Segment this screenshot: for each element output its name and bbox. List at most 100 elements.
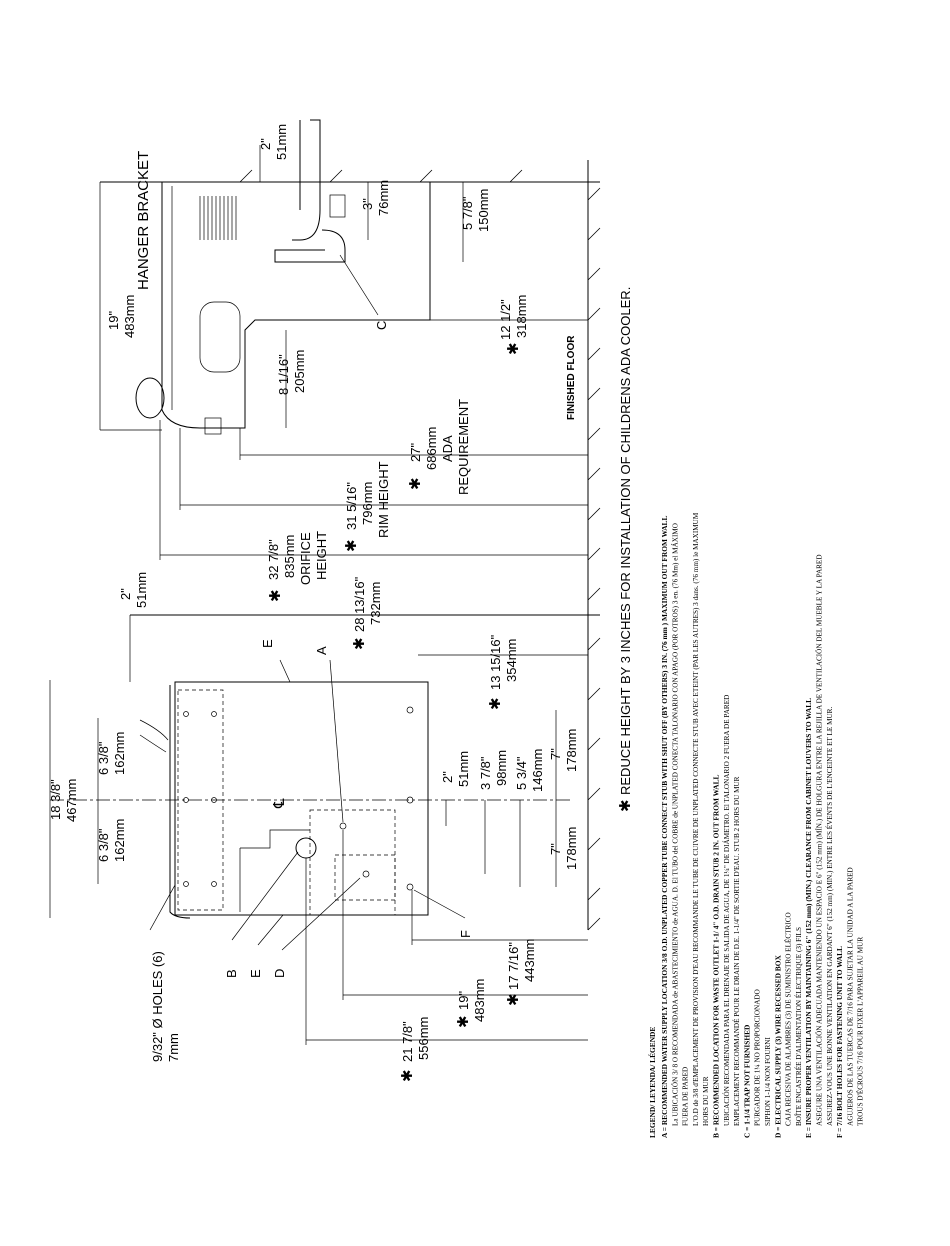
front-basin [169, 685, 191, 919]
leader-c [339, 254, 379, 316]
dim-1838in: 18 3/8" [48, 779, 63, 820]
star-19-front: ✱ [455, 1015, 472, 1028]
star-1212: ✱ [505, 342, 522, 355]
dim-2in: 2" [440, 771, 455, 783]
dim-146mm: 146mm [530, 749, 545, 792]
legend-line: La UBICACIÓN 3/ 8 O RECOMENDADA de ABAST… [669, 523, 679, 1126]
dim-835mm: 835mm [282, 535, 297, 578]
legend-line: C = 1-1/4 TRAP NOT FURNISHED [742, 1025, 751, 1138]
legend-line: HORS DU MUR [702, 1076, 710, 1126]
note: ✱ REDUCE HEIGHT BY 3 INCHES FOR INSTALLA… [617, 287, 634, 812]
dim-3278in: 32 7/8" [266, 539, 281, 580]
dim-318mm: 318mm [514, 295, 529, 338]
front-lower-edge [239, 829, 310, 912]
front-cooler-outline [174, 681, 429, 916]
dim-3in: 3" [360, 198, 375, 210]
legend-line: EMPLACEMENT RECOMMANDÉ POUR LE DRAIN DE … [731, 776, 741, 1126]
note-text: REDUCE HEIGHT BY 3 INCHES FOR INSTALLATI… [618, 287, 633, 795]
label-c: C [374, 321, 389, 330]
bubbler-front-2 [139, 734, 167, 753]
legend-line: B = RECOMMENDED LOCATION FOR WASTE OUTLE… [712, 774, 721, 1138]
dim-534in: 5 3/4" [514, 756, 529, 790]
supply-tube [292, 119, 321, 241]
dim-8116in: 8 1/16" [276, 354, 291, 395]
dim-2in-front: 2" [118, 588, 133, 600]
supply-zone [309, 809, 396, 916]
leader-e-top [279, 659, 291, 683]
dim-requirement: REQUIREMENT [456, 399, 471, 495]
leader-b [231, 851, 299, 941]
label-d: D [272, 969, 287, 978]
wall-hatch [239, 169, 523, 183]
dim-467mm: 467mm [64, 779, 79, 822]
drain-cap [204, 417, 222, 435]
holes-mm: 7mm [166, 1033, 181, 1062]
front-view: 18 3/8" 467mm 6 3/8" 162mm 6 3/8" 162mm … [48, 572, 601, 1082]
dim-556mm: 556mm [416, 1017, 431, 1060]
leader-f [413, 889, 466, 919]
legend-line: FUERA DE PARED [682, 1067, 690, 1126]
floor-hatch [587, 187, 601, 601]
legend-line: TROUS D'ÉCROUS 7/16 POUR FIXER L'APPAREI… [855, 937, 865, 1126]
legend-line: E = INSURE PROPER VENTILATION BY MAINTAI… [804, 698, 813, 1138]
dim-162mm-b: 162mm [112, 819, 127, 862]
legend-line: CAJA RECESIVA DE ALAMBRES (3) DE SUMINIS… [783, 912, 793, 1126]
dim-162mm-a: 162mm [112, 732, 127, 775]
finished-floor-label: FINISHED FLOOR [566, 335, 577, 420]
leader-holes [149, 884, 176, 931]
dim-483mm: 483mm [122, 295, 137, 338]
dim-51mm-front: 51mm [134, 572, 149, 608]
dim-51mm: 51mm [456, 751, 471, 787]
star-131516: ✱ [487, 697, 504, 710]
dim-1212in: 12 1/2" [498, 299, 513, 340]
legend-line: A = RECOMMENDED WATER SUPPLY LOCATION 3/… [660, 516, 669, 1138]
star-281316: ✱ [351, 637, 368, 650]
leader-e-bottom [257, 914, 284, 946]
dim-686mm: 686mm [424, 427, 439, 470]
star-31516: ✱ [343, 539, 360, 552]
dim-7in-b: 7" [548, 843, 563, 855]
dim-483mm-front: 483mm [472, 979, 487, 1022]
dim-638in-b: 6 3/8" [96, 828, 111, 862]
legend-line: AGUJEROS DE LAS TUERCAS DE 7/16 PARA SUJ… [846, 867, 854, 1126]
electrical-box [334, 854, 396, 901]
dim-205mm: 205mm [292, 350, 307, 393]
star-3278: ✱ [267, 589, 284, 602]
label-e-bottom: E [248, 969, 263, 978]
dim-796mm: 796mm [360, 482, 375, 525]
bubbler-front [139, 719, 169, 741]
dim-638in-a: 6 3/8" [96, 741, 111, 775]
legend: LEGEND/ LEYENDA/ LÉGENDE A = RECOMMENDED… [647, 512, 865, 1138]
legend-line: SIPHON 1-1/4 NON FOURNI [764, 1037, 772, 1126]
dim-rim-height: RIM HEIGHT [376, 461, 391, 538]
dim-orifice: ORIFICE [298, 532, 313, 585]
holes-label: 9/32" Ø HOLES (6) [150, 951, 165, 1062]
dim-354mm: 354mm [504, 639, 519, 682]
dim-7in-a: 7" [548, 748, 563, 760]
legend-line: ASSUREZ-VOUS UNE BONNE VENTILATION EN GA… [824, 707, 834, 1126]
front-floor-hatch [587, 637, 601, 931]
legend-line: UBICACIÓN RECOMENDADA PARA EL DRENAJE DE… [721, 695, 731, 1126]
legend-line: D = ELECTRICAL SUPPLY (3) WIRE RECESSED … [773, 955, 782, 1138]
leader-a [329, 659, 344, 823]
dim-76mm: 76mm [376, 180, 391, 216]
dim-378in: 3 7/8" [478, 756, 493, 790]
dim-31516in: 31 5/16" [344, 482, 359, 530]
label-a: A [314, 646, 329, 655]
waste-outlet [295, 837, 317, 859]
dim-ada: ADA [440, 435, 455, 462]
dim-150mm: 150mm [476, 189, 491, 232]
star-2178: ✱ [399, 1069, 416, 1082]
cooler-body [161, 181, 431, 429]
note-star: ✱ [617, 799, 634, 812]
label-e-top: E [260, 639, 275, 648]
dim-51mm-top: 51mm [274, 124, 289, 160]
label-f: F [458, 930, 473, 938]
legend-line: L'O.D de 3/8 d'EMPLACEMENT DE PROVISION … [692, 512, 700, 1126]
dim-height: HEIGHT [314, 531, 329, 580]
dim-19in: 19" [106, 311, 121, 330]
label-b: B [224, 969, 239, 978]
legend-line: BOÎTE ENCASTRÉE D'ALIMENTATION ÉLECTRIQU… [793, 927, 803, 1126]
louvers [199, 196, 237, 240]
